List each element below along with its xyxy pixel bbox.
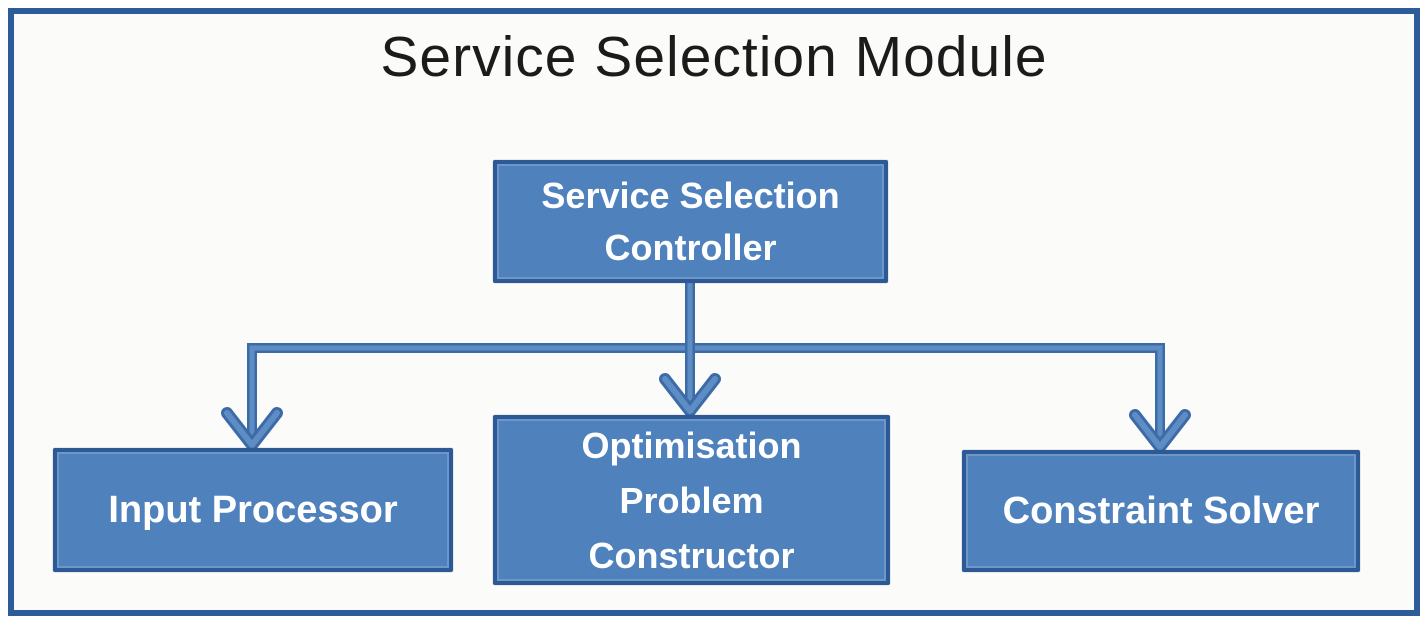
- node-label-line: Constraint Solver: [1002, 490, 1320, 532]
- node-label-line: Problem: [619, 479, 764, 521]
- node-label-line: Optimisation: [581, 424, 802, 466]
- node-label-line: Controller: [604, 226, 777, 268]
- node-label-line: Service Selection: [541, 174, 840, 216]
- node-input-processor: Input Processor: [53, 448, 453, 572]
- node-service-selection-controller: Service Selection Controller: [493, 160, 888, 283]
- node-label-line: Input Processor: [108, 489, 398, 531]
- diagram-title: Service Selection Module: [380, 25, 1048, 89]
- node-constraint-solver: Constraint Solver: [962, 450, 1360, 572]
- node-label-line: Constructor: [588, 534, 795, 576]
- node-optimisation-problem-constructor: Optimisation Problem Constructor: [493, 415, 890, 585]
